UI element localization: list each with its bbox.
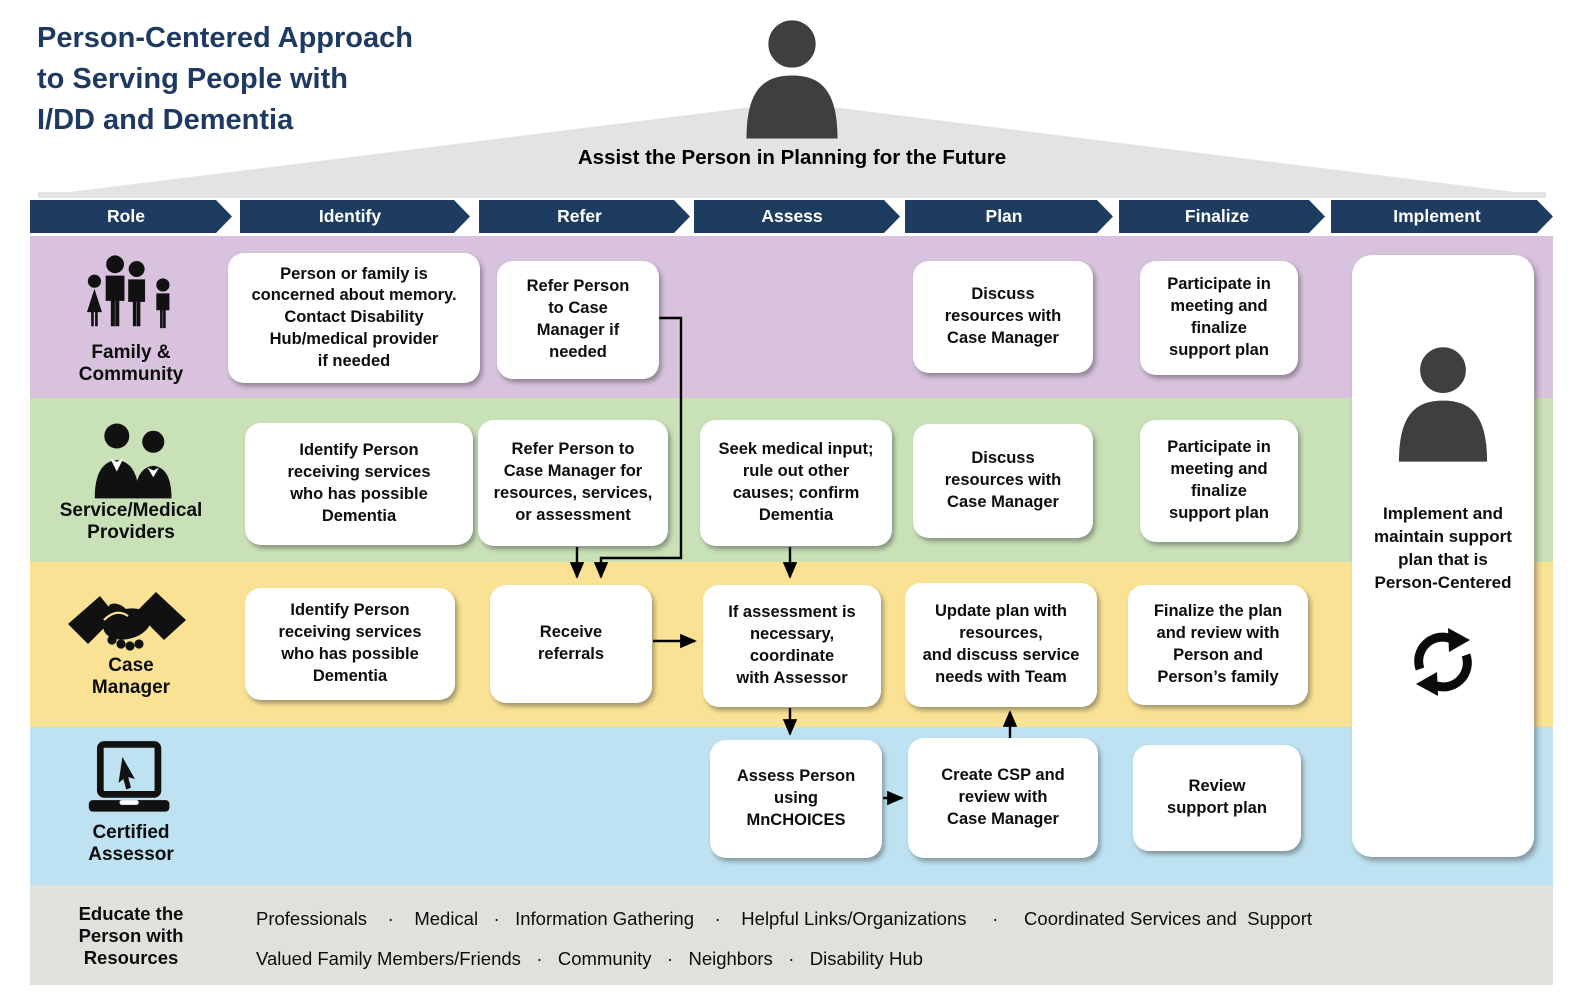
box-family-plan: Discuss resources with Case Manager xyxy=(913,261,1093,373)
box-implement-text: Implement and maintain support plan that… xyxy=(1374,504,1512,592)
person-icon xyxy=(1398,343,1488,462)
header-step-refer: Refer xyxy=(479,200,690,233)
footer-label: Educate the Person with Resources xyxy=(78,903,184,968)
header-step-finalize: Finalize xyxy=(1119,200,1325,233)
box-family-finalize: Participate in meeting and finalize supp… xyxy=(1140,261,1298,375)
header-step-identify: Identify xyxy=(240,200,470,233)
roof-backdrop xyxy=(38,102,1546,198)
service-providers-icon xyxy=(94,423,172,499)
banner-caption: Assist the Person in Planning for the Fu… xyxy=(577,146,1007,169)
box-assessor-finalize: Review support plan xyxy=(1133,745,1301,851)
box-assessor-assess: Assess Person using MnCHOICES xyxy=(710,740,882,858)
box-providers-identify: Identify Person receiving services who h… xyxy=(245,423,473,545)
header-step-role: Role xyxy=(30,200,232,233)
lane-label-family-community: Family & Community xyxy=(78,342,184,385)
box-cm-finalize: Finalize the plan and review with Person… xyxy=(1128,585,1308,705)
box-cm-refer: Receive referrals xyxy=(490,585,652,703)
person-icon xyxy=(746,16,838,139)
footer-resources-line2: Valued Family Members/Friends · Communit… xyxy=(256,948,923,969)
family-icon xyxy=(86,255,170,329)
box-implement: Implement and maintain support plan that… xyxy=(1352,255,1534,857)
page-title: Person-Centered Approach to Serving Peop… xyxy=(37,22,413,137)
box-cm-identify: Identify Person receiving services who h… xyxy=(245,588,455,700)
laptop-icon xyxy=(88,741,170,812)
box-providers-refer: Refer Person to Case Manager for resourc… xyxy=(478,420,668,546)
box-providers-finalize: Participate in meeting and finalize supp… xyxy=(1140,420,1298,542)
box-family-refer: Refer Person to Case Manager if needed xyxy=(497,261,659,379)
lane-label-case-manager: Case Manager xyxy=(91,655,171,698)
box-assessor-assess-bold: MnCHOICES xyxy=(746,810,846,829)
box-assessor-plan: Create CSP and review with Case Manager xyxy=(908,738,1098,858)
header-step-implement: Implement xyxy=(1331,200,1553,233)
header-step-assess: Assess xyxy=(694,200,900,233)
header-step-plan: Plan xyxy=(905,200,1113,233)
lane-label-certified-assessor: Certified Assessor xyxy=(88,822,174,865)
box-cm-plan: Update plan with resources, and discuss … xyxy=(905,583,1097,707)
footer-resources-line1: Professionals · Medical · Information Ga… xyxy=(256,908,1312,929)
box-providers-plan: Discuss resources with Case Manager xyxy=(913,424,1093,538)
handshake-icon xyxy=(68,592,186,651)
lane-label-service-providers: Service/Medical Providers xyxy=(59,500,203,543)
box-providers-assess: Seek medical input; rule out other cause… xyxy=(700,420,892,546)
box-cm-assess: If assessment is necessary, coordinate w… xyxy=(703,585,881,707)
refresh-cycle-icon xyxy=(1414,628,1472,696)
box-assessor-assess-text: Assess Person using xyxy=(736,767,856,808)
footer-band xyxy=(30,885,1553,985)
box-family-identify: Person or family is concerned about memo… xyxy=(228,253,480,383)
